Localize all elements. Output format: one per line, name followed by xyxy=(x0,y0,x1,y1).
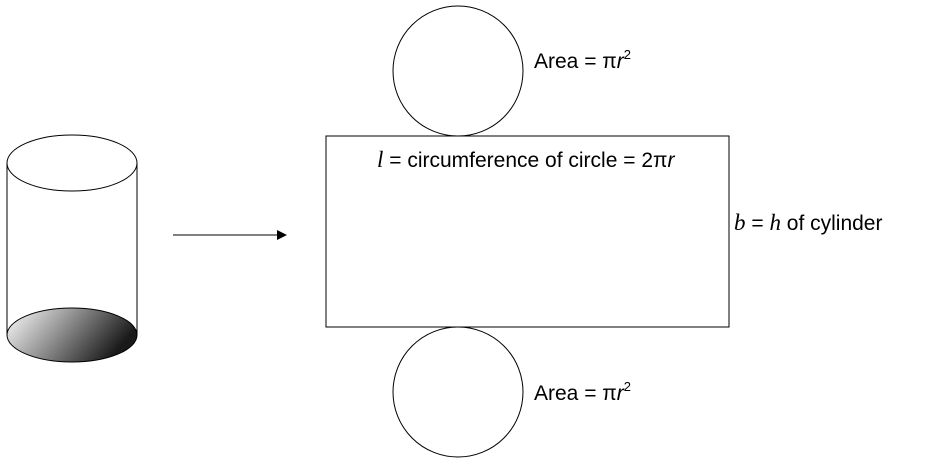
rect-breadth-label: b = h of cylinder xyxy=(734,210,883,235)
cylinder-base xyxy=(6,307,138,363)
top-circle-area-label: Area = πr2 xyxy=(534,47,632,73)
cylinder xyxy=(6,134,138,363)
lateral-rectangle xyxy=(325,135,730,328)
unfold-arrow xyxy=(173,230,287,240)
rect-length-label: l = circumference of circle = 2πr xyxy=(377,147,675,172)
top-circle xyxy=(392,5,524,137)
bottom-circle xyxy=(392,326,524,458)
bottom-circle-area-label: Area = πr2 xyxy=(534,379,632,405)
cylinder-top xyxy=(6,134,138,192)
